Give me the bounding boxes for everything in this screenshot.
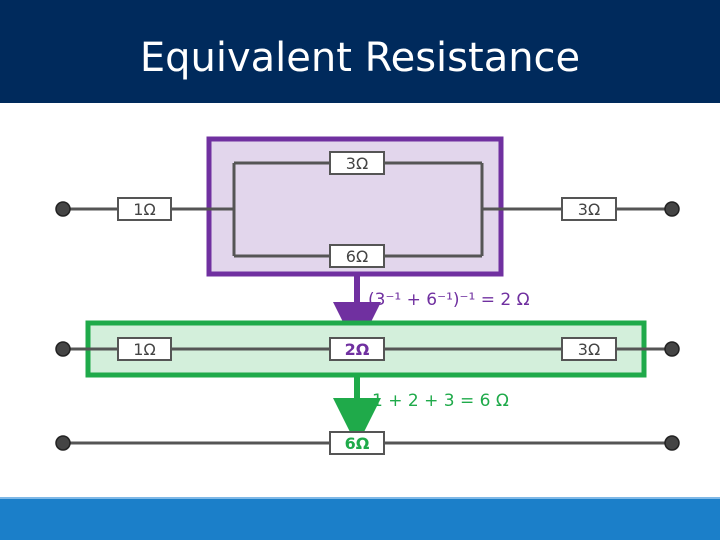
terminal-node [664,435,680,451]
resistor-label: 6Ω [346,247,368,266]
step2-equation: 1 + 2 + 3 = 6 Ω [372,391,509,411]
resistor-label: 3Ω [346,154,368,173]
footer-divider [0,497,720,499]
terminal-node [664,341,680,357]
resistor-label: 2Ω [345,340,370,359]
resistor-top-left: 1Ω [117,197,172,221]
title-bar [0,0,720,103]
resistor-middle-center: 2Ω [329,337,385,361]
footer-bar [0,497,720,540]
terminal-node [664,201,680,217]
resistor-middle-left: 1Ω [117,337,172,361]
step1-equation: (3⁻¹ + 6⁻¹)⁻¹ = 2 Ω [368,290,530,310]
terminal-node [55,341,71,357]
slide-title: Equivalent Resistance [139,35,581,81]
terminal-node [55,435,71,451]
resistor-parallel-top: 3Ω [329,151,385,175]
resistor-label: 1Ω [133,340,155,359]
resistor-label: 3Ω [578,200,600,219]
terminal-node [55,201,71,217]
resistor-label: 1Ω [133,200,155,219]
resistor-label: 6Ω [345,434,370,453]
resistor-total: 6Ω [329,431,385,455]
resistor-parallel-bottom: 6Ω [329,244,385,268]
resistor-top-right: 3Ω [561,197,617,221]
resistor-middle-right: 3Ω [561,337,617,361]
resistor-label: 3Ω [578,340,600,359]
